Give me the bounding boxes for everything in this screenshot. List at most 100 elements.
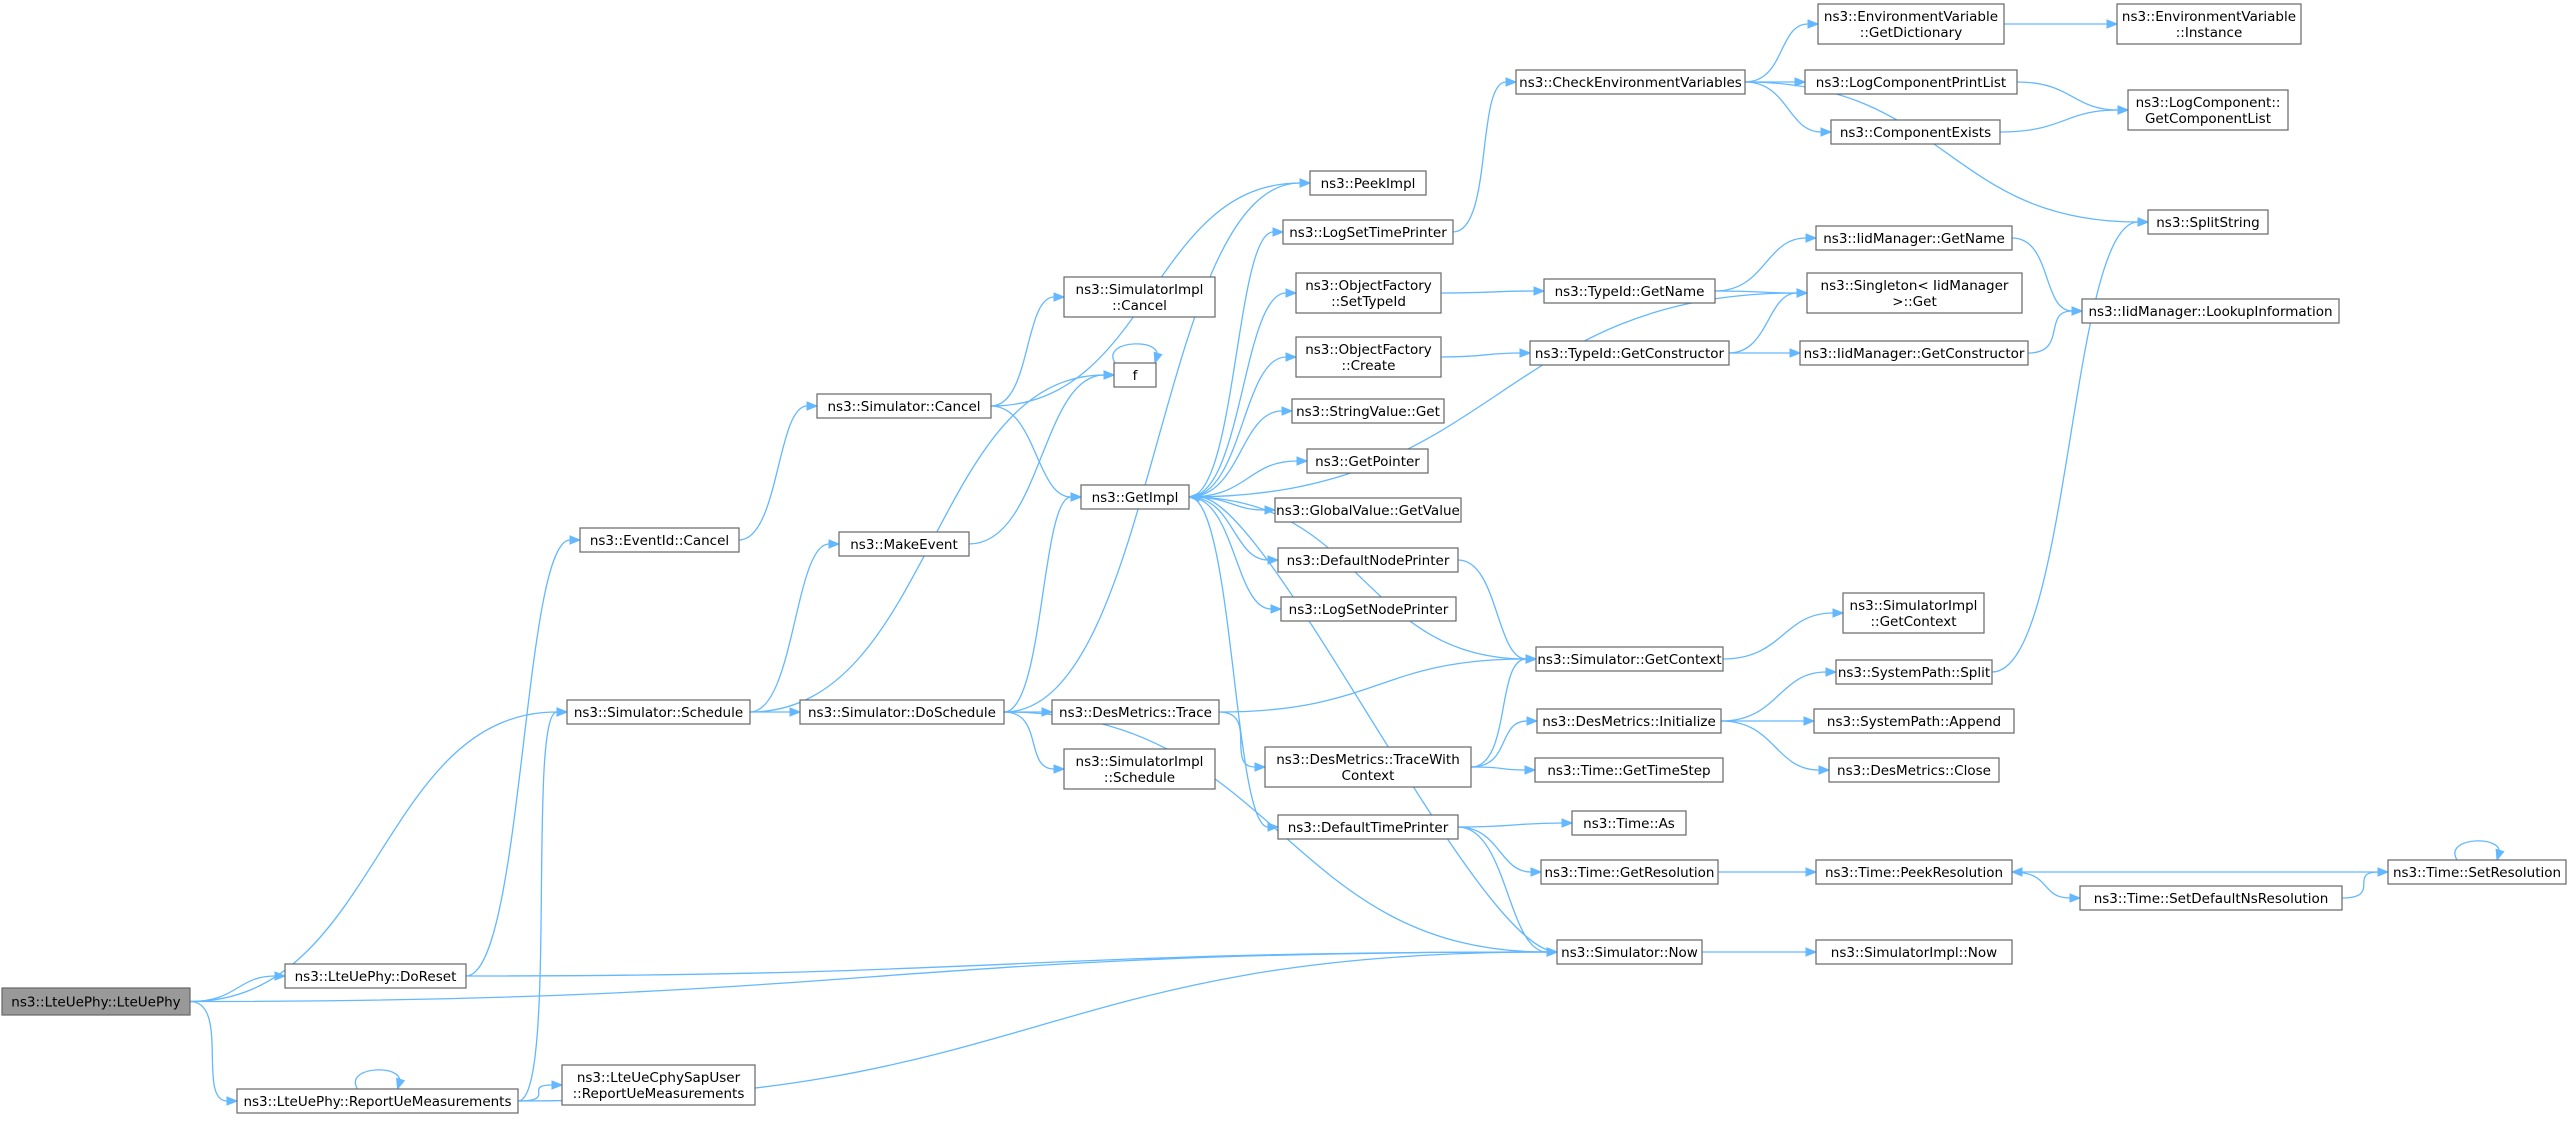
node-gvget[interactable]: ns3::GlobalValue::GetValue	[1274, 497, 1462, 523]
node-label: ns3::SimulatorImpl	[1076, 754, 1204, 770]
node-timegetstep[interactable]: ns3::Time::GetTimeStep	[1534, 757, 1724, 783]
node-implgetctx[interactable]: ns3::SimulatorImpl::GetContext	[1842, 592, 1985, 634]
node-compexists[interactable]: ns3::ComponentExists	[1830, 119, 2001, 145]
node-getimpl[interactable]: ns3::GetImpl	[1080, 484, 1190, 510]
node-implnow[interactable]: ns3::SimulatorImpl::Now	[1815, 939, 2013, 965]
edge-makeevent-to-f	[968, 374, 1105, 545]
node-peekimpl[interactable]: ns3::PeekImpl	[1309, 170, 1427, 196]
node-syssplit[interactable]: ns3::SystemPath::Split	[1835, 659, 1993, 685]
node-box	[1, 987, 191, 1016]
node-deftime[interactable]: ns3::DefaultTimePrinter	[1277, 814, 1459, 840]
node-box	[1282, 219, 1454, 245]
node-label: ns3::ObjectFactory	[1305, 342, 1432, 358]
node-timesetdef[interactable]: ns3::Time::SetDefaultNsResolution	[2079, 885, 2343, 911]
node-ofsettype[interactable]: ns3::ObjectFactory::SetTypeId	[1295, 272, 1442, 314]
node-box	[1817, 3, 2005, 45]
edge-desinit-to-desclose	[1720, 720, 1820, 771]
node-box	[1806, 272, 2023, 314]
node-label: ns3::SystemPath::Split	[1838, 665, 1990, 681]
node-simnow[interactable]: ns3::Simulator::Now	[1556, 939, 1703, 965]
node-doreset[interactable]: ns3::LteUePhy::DoReset	[284, 963, 467, 989]
node-reportue[interactable]: ns3::LteUePhy::ReportUeMeasurements	[236, 1088, 519, 1114]
node-desinit[interactable]: ns3::DesMetrics::Initialize	[1536, 708, 1722, 734]
node-getpointer[interactable]: ns3::GetPointer	[1306, 448, 1429, 474]
edge-tidgetctor-to-singleton	[1728, 292, 1798, 354]
node-label: ns3::LogComponent::	[2136, 95, 2281, 111]
arrowhead	[1254, 762, 1267, 772]
node-iidgetctor[interactable]: ns3::IidManager::GetConstructor	[1799, 340, 2029, 366]
arrowhead	[1299, 178, 1312, 188]
node-f[interactable]: f	[1113, 362, 1157, 388]
node-logcompprint[interactable]: ns3::LogComponentPrintList	[1804, 69, 2018, 95]
node-label: ns3::IidManager::GetConstructor	[1804, 346, 2025, 362]
node-tidgetctor[interactable]: ns3::TypeId::GetConstructor	[1529, 340, 1730, 366]
node-desclose[interactable]: ns3::DesMetrics::Close	[1828, 757, 2000, 783]
node-timepeekres[interactable]: ns3::Time::PeekResolution	[1815, 859, 2013, 885]
node-box	[561, 1064, 756, 1106]
node-implcancel[interactable]: ns3::SimulatorImpl::Cancel	[1063, 276, 1216, 318]
node-envgetdict[interactable]: ns3::EnvironmentVariable::GetDictionary	[1817, 3, 2005, 45]
node-box	[2147, 209, 2269, 235]
node-label: ns3::SystemPath::Append	[1827, 714, 2001, 730]
node-label: ns3::SimulatorImpl	[1076, 282, 1204, 298]
node-sysappend[interactable]: ns3::SystemPath::Append	[1813, 708, 2015, 734]
node-iidgetname[interactable]: ns3::IidManager::GetName	[1815, 225, 2013, 251]
edge-getimpl-to-ofsettype	[1188, 292, 1287, 498]
node-label: ns3::LteUePhy::ReportUeMeasurements	[243, 1094, 511, 1110]
arrowhead	[1530, 867, 1543, 877]
node-box	[1815, 859, 2013, 885]
node-timesetres[interactable]: ns3::Time::SetResolution	[2387, 859, 2567, 885]
node-splitstring[interactable]: ns3::SplitString	[2147, 209, 2269, 235]
node-defnode[interactable]: ns3::DefaultNodePrinter	[1277, 547, 1459, 573]
node-eventcancel[interactable]: ns3::EventId::Cancel	[579, 527, 740, 553]
node-logsettime[interactable]: ns3::LogSetTimePrinter	[1282, 219, 1454, 245]
node-iidlookup[interactable]: ns3::IidManager::LookupInformation	[2081, 298, 2340, 324]
node-label: ns3::LteUePhy::DoReset	[295, 969, 457, 985]
node-checkenv[interactable]: ns3::CheckEnvironmentVariables	[1515, 69, 1746, 95]
edge-simcancel-to-implcancel	[990, 296, 1055, 407]
node-ofcreate[interactable]: ns3::ObjectFactory::Create	[1295, 336, 1442, 378]
node-box	[1295, 336, 1442, 378]
edge-tracectx-to-simgetctx	[1470, 658, 1527, 768]
node-box	[2116, 3, 2302, 45]
arrowhead	[2117, 105, 2130, 115]
edge-getimpl-to-singleton	[1188, 292, 1798, 498]
arrowhead	[1267, 822, 1280, 832]
node-label: ns3::GlobalValue::GetValue	[1276, 503, 1460, 519]
node-implschedule[interactable]: ns3::SimulatorImpl::Schedule	[1063, 748, 1216, 790]
edge-lteuephy-to-reportue	[189, 1000, 228, 1102]
node-destrace[interactable]: ns3::DesMetrics::Trace	[1051, 699, 1220, 725]
node-makeevent[interactable]: ns3::MakeEvent	[838, 531, 970, 557]
node-simcancel[interactable]: ns3::Simulator::Cancel	[816, 393, 992, 419]
node-logsetnode[interactable]: ns3::LogSetNodePrinter	[1280, 596, 1457, 622]
node-cphysap[interactable]: ns3::LteUeCphySapUser::ReportUeMeasureme…	[561, 1064, 756, 1106]
edge-schedule-to-makeevent	[749, 543, 830, 713]
arrowhead	[551, 1080, 564, 1090]
node-box	[1277, 547, 1459, 573]
node-singleton[interactable]: ns3::Singleton< IidManager >::Get	[1806, 272, 2023, 314]
arrowhead	[1281, 406, 1294, 416]
edge-tracectx-to-timegetstep	[1470, 766, 1526, 771]
node-label: ns3::PeekImpl	[1321, 176, 1416, 192]
node-simgetctx[interactable]: ns3::Simulator::GetContext	[1535, 646, 1724, 672]
edge-logsettime-to-checkenv	[1452, 81, 1507, 233]
edge-lteuephy-to-schedule	[189, 711, 558, 1003]
node-box	[1830, 119, 2001, 145]
node-label: ::Instance	[2176, 25, 2243, 41]
node-timegetres[interactable]: ns3::Time::GetResolution	[1540, 859, 1719, 885]
node-box	[1063, 748, 1216, 790]
node-label: ns3::IidManager::LookupInformation	[2088, 304, 2332, 320]
node-box	[1828, 757, 2000, 783]
node-lteuephy[interactable]: ns3::LteUePhy::LteUePhy	[1, 987, 191, 1016]
node-schedule[interactable]: ns3::Simulator::Schedule	[566, 699, 751, 725]
node-label: ns3::MakeEvent	[850, 537, 958, 553]
node-tidgetname[interactable]: ns3::TypeId::GetName	[1543, 278, 1716, 304]
arrowhead	[556, 707, 569, 717]
node-envinstance[interactable]: ns3::EnvironmentVariable::Instance	[2116, 3, 2302, 45]
node-logcomplist[interactable]: ns3::LogComponent::GetComponentList	[2127, 89, 2289, 131]
edge-timepeekres-to-timesetdef	[2011, 871, 2071, 899]
node-doschedule[interactable]: ns3::Simulator::DoSchedule	[799, 699, 1005, 725]
node-strget[interactable]: ns3::StringValue::Get	[1291, 398, 1445, 424]
node-timeas[interactable]: ns3::Time::As	[1571, 810, 1687, 836]
